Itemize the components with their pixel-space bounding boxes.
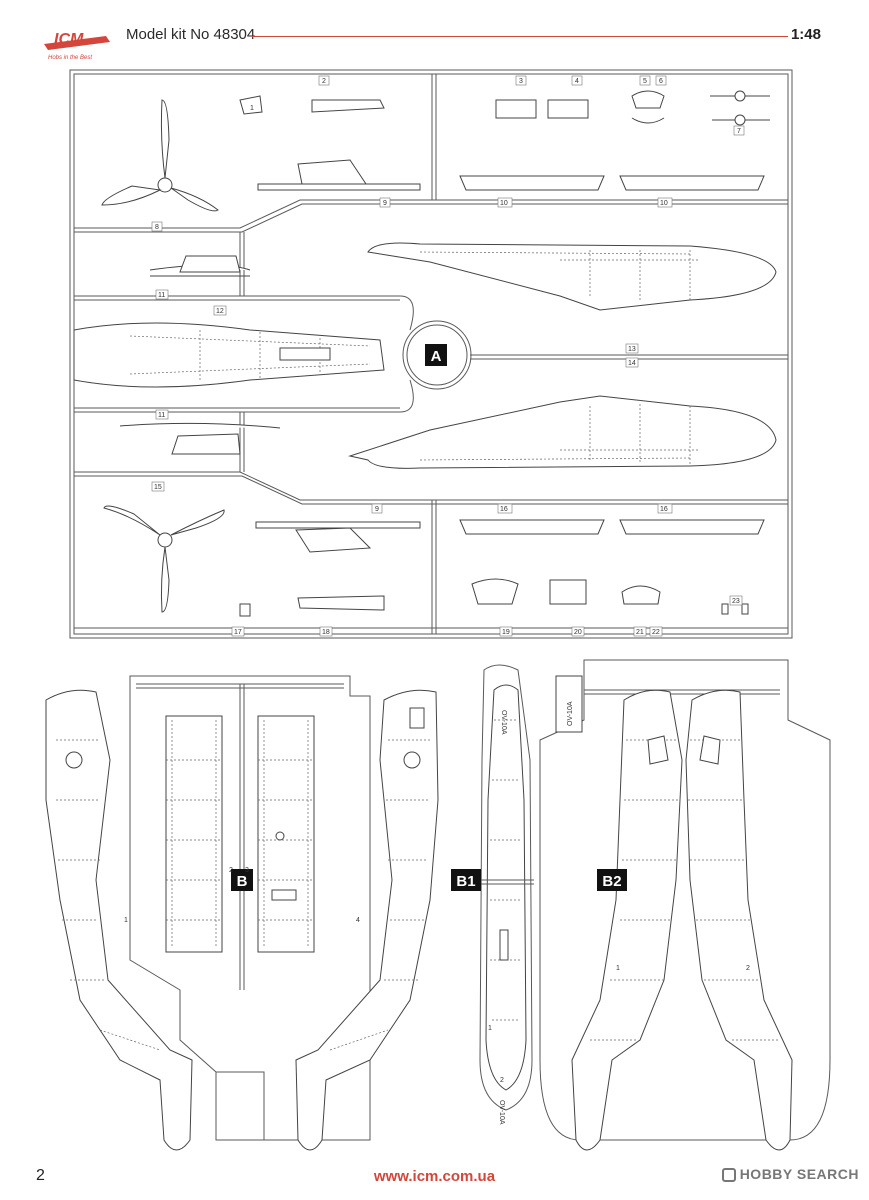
sprue-b2-letter: B2 [602, 873, 621, 890]
sprue-b-num: 2 [229, 867, 233, 874]
sprue-b1-marking: OV-10A [498, 1100, 505, 1125]
sprue-b1-marking: OV-10A [500, 710, 507, 735]
part-number: 18 [322, 629, 330, 636]
sprue-b1-letter: B1 [456, 873, 475, 890]
part-number: 10 [660, 200, 668, 207]
part-number: 16 [660, 506, 668, 513]
sprue-b-num: 3 [245, 867, 249, 874]
part-number: 5 [643, 78, 647, 85]
part-number: 16 [500, 506, 508, 513]
part-number: 23 [732, 598, 740, 605]
part-number: 19 [502, 629, 510, 636]
part-number: 21 [636, 629, 644, 636]
sprue-b-num: 4 [356, 917, 360, 924]
sprue-a-letter-box [425, 344, 447, 366]
part-number: 8 [155, 224, 159, 231]
parts-bottom-row [239, 519, 765, 617]
propeller-top [101, 99, 219, 212]
sprue-b2-num: 1 [616, 965, 620, 972]
page-title: Model kit No 48304 [126, 26, 256, 43]
tail-boom-b2-right [685, 689, 793, 1151]
sprue-b-num: 1 [124, 917, 128, 924]
sprue-b-letter: B [237, 873, 248, 890]
fuselage-half-upper [367, 242, 777, 311]
part-number: 20 [574, 629, 582, 636]
sprue-b1-letter-box [451, 869, 481, 891]
part-number: 7 [737, 128, 741, 135]
icm-logo: ICM Hobs in the Best [36, 22, 118, 62]
part-number: 15 [154, 484, 162, 491]
watermark: HOBBY SEARCH [721, 1166, 859, 1182]
fuselage-pod [73, 322, 385, 388]
part-number: 17 [234, 629, 242, 636]
sprue-b-letter-box [231, 869, 253, 891]
part-number: 10 [500, 200, 508, 207]
tail-boom-right [295, 689, 439, 1151]
part-number: 4 [575, 78, 579, 85]
sprue-b-frame [129, 675, 371, 1141]
watermark-text: HOBBY SEARCH [739, 1166, 859, 1182]
part-number: 3 [519, 78, 523, 85]
watermark-icon [721, 1168, 736, 1182]
fuselage-half-lower [348, 395, 777, 469]
part-number: 12 [216, 308, 224, 315]
sprue-b1-frame [479, 664, 533, 1111]
part-number: 11 [158, 292, 165, 299]
part-number: 13 [628, 346, 636, 353]
part-number: 14 [628, 360, 636, 367]
sprue-b1-num: 1 [488, 1025, 492, 1032]
sprue-b2-marking: OV-10A [567, 701, 574, 726]
sprue-a: A 1 2 3 4 5 6 7 8 9 10 10 11 12 13 14 11… [69, 69, 793, 639]
brand-text: ICM [54, 31, 84, 48]
sprue-b2-num: 2 [746, 965, 750, 972]
scale-label: 1:48 [790, 26, 821, 43]
sprue-a-letter: A [431, 348, 442, 365]
propeller-bottom [103, 505, 225, 613]
part-number: 2 [322, 78, 326, 85]
b2-marking-tab [555, 675, 583, 733]
wing-upper-part [485, 684, 527, 1091]
part-number: 11 [158, 412, 165, 419]
header-divider [252, 36, 788, 37]
sprue-a-part-numbers: 1 2 3 4 5 6 7 8 9 10 10 11 12 13 14 11 1… [151, 75, 745, 637]
website-url: www.icm.com.ua [373, 1168, 496, 1185]
sprue-b-panel-left [165, 715, 223, 953]
sprue-b: B 1 2 3 4 [45, 675, 439, 1151]
canopy-frames [119, 255, 281, 455]
part-number: 9 [383, 200, 387, 207]
sprue-b1-num: 2 [500, 1077, 504, 1084]
brand-tagline: Hobs in the Best [48, 55, 92, 61]
sprue-b2: OV-10A B2 1 2 [539, 659, 831, 1151]
part-number: 1 [250, 105, 254, 112]
part-number: 22 [652, 629, 660, 636]
tail-boom-left [45, 689, 193, 1151]
parts-top-row [239, 90, 770, 191]
tail-boom-b2-left [571, 689, 683, 1151]
sprue-b-panel-right [257, 715, 315, 953]
part-number: 6 [659, 78, 663, 85]
sprue-b1: B1 OV-10A OV-10A 1 2 [451, 664, 534, 1125]
sprue-a-frame [69, 69, 793, 639]
part-number: 9 [375, 506, 379, 513]
sprue-b2-letter-box [597, 869, 627, 891]
page-number: 2 [36, 1167, 45, 1184]
